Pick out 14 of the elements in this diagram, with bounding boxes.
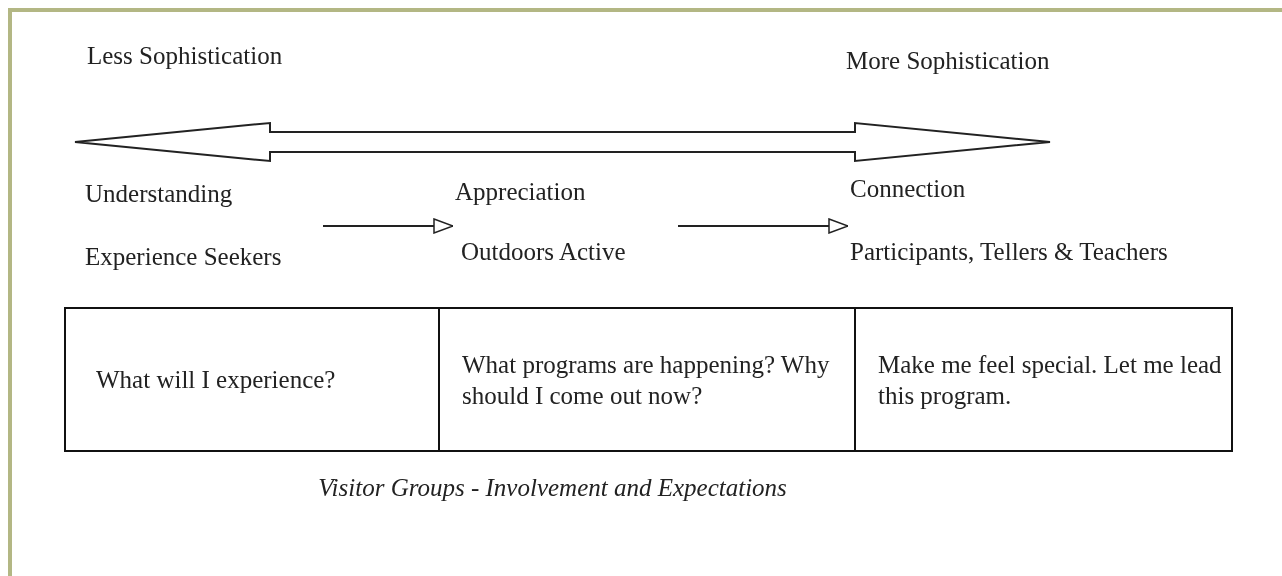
stage-heading: Understanding [85,180,233,208]
scale-label: More Sophistication [846,47,1050,75]
table-cell-text: What will I experience? [95,365,337,395]
stage-heading: Appreciation [455,178,586,206]
table-cell: What programs are happening? Why should I come out now? [438,309,854,450]
visitor-group-label: Experience Seekers [85,243,282,271]
caption: Visitor Groups - Involvement and Expectations [317,474,788,502]
arrow [677,218,849,234]
scale-label: Less Sophistication [87,42,283,70]
arrow [322,218,454,234]
table-cell: Make me feel special. Let me lead this program. [854,309,1231,450]
visitor-group-label: Outdoors Active [461,238,626,266]
visitor-group-label: Participants, Tellers & Teachers [850,238,1168,266]
stage-heading: Connection [850,175,966,203]
